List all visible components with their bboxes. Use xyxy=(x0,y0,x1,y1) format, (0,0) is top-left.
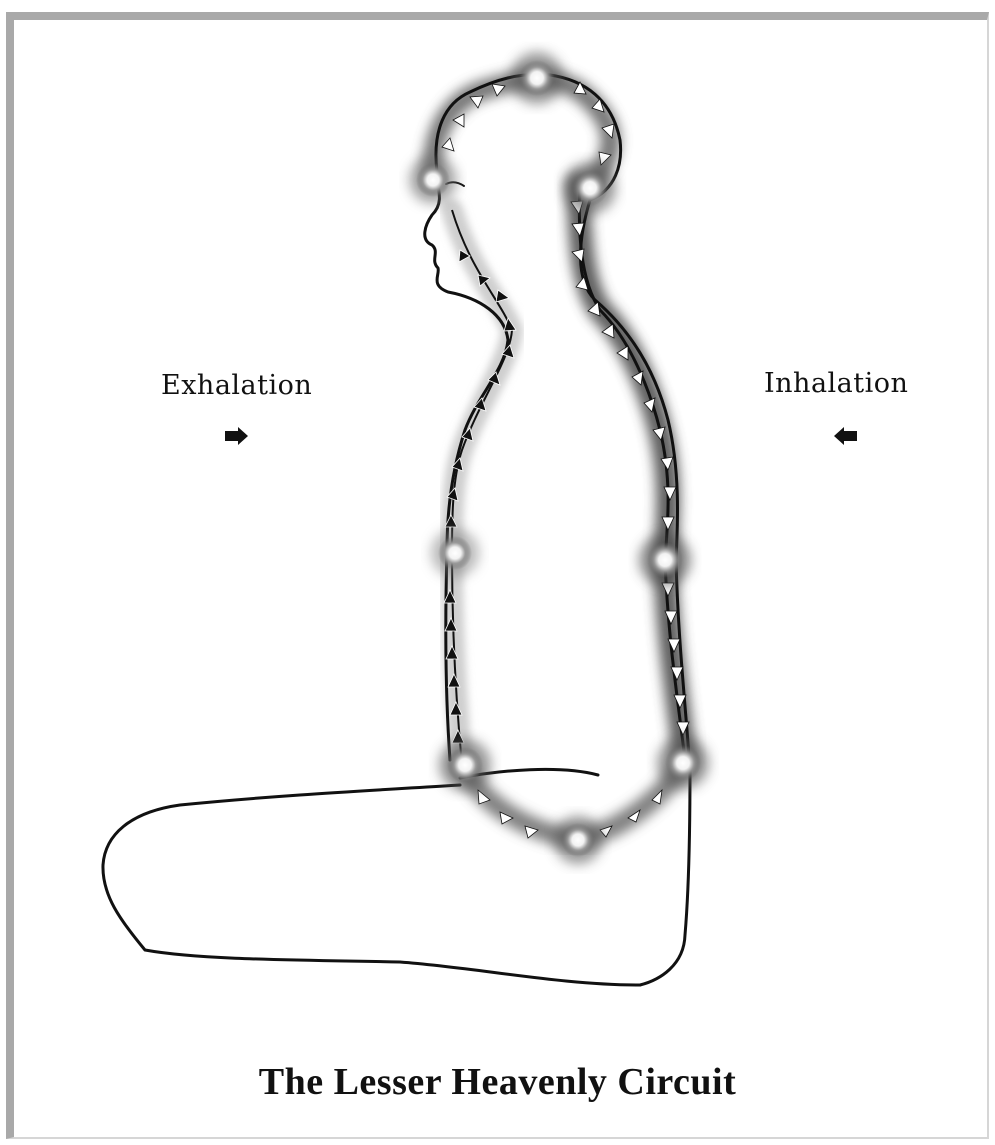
glowing-orb-icon xyxy=(431,529,479,577)
exhalation-label: Exhalation xyxy=(161,370,312,401)
diagram-title: The Lesser Heavenly Circuit xyxy=(0,1060,995,1104)
glowing-orb-icon xyxy=(409,156,457,204)
inhalation-label: Inhalation xyxy=(764,368,908,399)
glowing-orb-icon xyxy=(511,52,563,104)
glowing-orb-icon xyxy=(564,162,616,214)
arrow-right-icon xyxy=(225,427,248,445)
arrow-left-icon xyxy=(834,427,857,445)
glowing-orb-icon xyxy=(554,816,602,864)
back-channel-glow xyxy=(578,185,685,760)
glowing-orb-icon xyxy=(439,739,491,791)
glowing-orb-icon xyxy=(657,737,709,789)
glowing-orb-icon xyxy=(639,534,691,586)
